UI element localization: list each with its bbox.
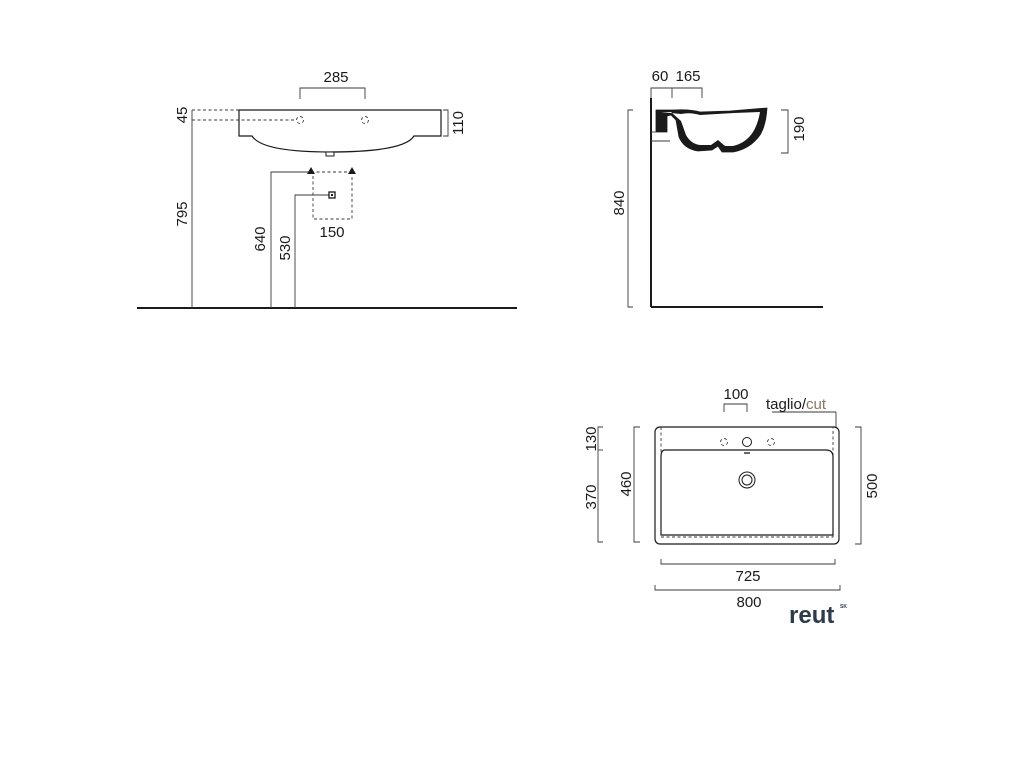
top-dim-725-line xyxy=(660,559,836,565)
top-drain-icon xyxy=(738,471,756,489)
front-dim-basin-height: 110 xyxy=(450,111,467,135)
top-dim-bowl-length: 370 xyxy=(583,484,600,509)
front-dim-640-line xyxy=(270,171,311,308)
front-dim-supply-height: 640 xyxy=(252,226,269,251)
front-dim-150-line xyxy=(312,176,353,220)
top-tap-hole-center-icon xyxy=(742,437,752,447)
front-view: 285 45 110 795 640 530 150 xyxy=(137,69,517,309)
front-dim-hole-spacing: 285 xyxy=(323,69,348,86)
top-bowl-outline xyxy=(660,449,834,536)
front-basin-outline xyxy=(238,109,442,153)
top-drain-inner-ring xyxy=(741,474,753,486)
side-view: 60 165 190 840 xyxy=(611,68,823,308)
top-dim-inner-depth: 460 xyxy=(618,471,635,496)
front-dim-285-line xyxy=(299,87,366,99)
brand-logo: reut SK xyxy=(789,602,847,629)
top-dim-hole-spacing: 100 xyxy=(723,386,748,403)
top-dim-back-ledge: 130 xyxy=(583,426,600,451)
top-cut-label: taglio/cut xyxy=(766,396,827,413)
top-dim-460-line xyxy=(633,426,640,543)
brand-logo-text: reut xyxy=(789,602,834,629)
top-cut-label-main: taglio/ xyxy=(766,396,807,413)
front-dim-110-line xyxy=(443,109,449,137)
front-dim-530-line xyxy=(294,194,332,308)
side-dim-bowl-depth: 190 xyxy=(791,116,808,141)
side-dim-tap-depth: 165 xyxy=(675,68,700,85)
brand-logo-sup: SK xyxy=(840,604,847,610)
top-dim-100-line xyxy=(723,403,748,412)
front-tap-hole-left-icon xyxy=(296,116,304,124)
front-waste-icon-dot xyxy=(331,194,333,196)
front-supply-right-icon xyxy=(348,167,356,174)
front-dim-tap-offset: 45 xyxy=(174,107,191,124)
front-supply-left-icon xyxy=(307,167,315,174)
side-dim-total-height: 840 xyxy=(611,190,628,215)
top-dim-130-370-line xyxy=(597,426,603,543)
front-tap-hole-right-icon xyxy=(361,116,369,124)
top-dim-outer-depth: 500 xyxy=(864,473,881,498)
top-cut-label-accent: cut xyxy=(806,396,827,413)
top-dim-outer-width: 800 xyxy=(736,594,761,611)
front-waste-outlet xyxy=(325,151,335,157)
top-dim-800-line xyxy=(654,585,841,591)
top-tap-hole-right-icon xyxy=(767,438,775,446)
side-dim-wall-gap: 60 xyxy=(652,68,669,85)
side-dim-840-line xyxy=(627,109,633,308)
top-dim-inner-width: 725 xyxy=(735,568,760,585)
front-dim-waste-height: 530 xyxy=(277,235,294,260)
side-dim-60-165-line xyxy=(650,87,703,98)
top-tap-hole-left-icon xyxy=(720,438,728,446)
side-basin-interior xyxy=(661,112,760,146)
front-dim-supply-spacing: 150 xyxy=(319,224,344,241)
front-dim-rim-height: 795 xyxy=(174,201,191,226)
top-view: 100 taglio/cut 130 370 460 500 725 800 xyxy=(583,386,881,611)
side-dim-190-line xyxy=(781,109,789,154)
top-dim-500-line xyxy=(855,426,862,545)
